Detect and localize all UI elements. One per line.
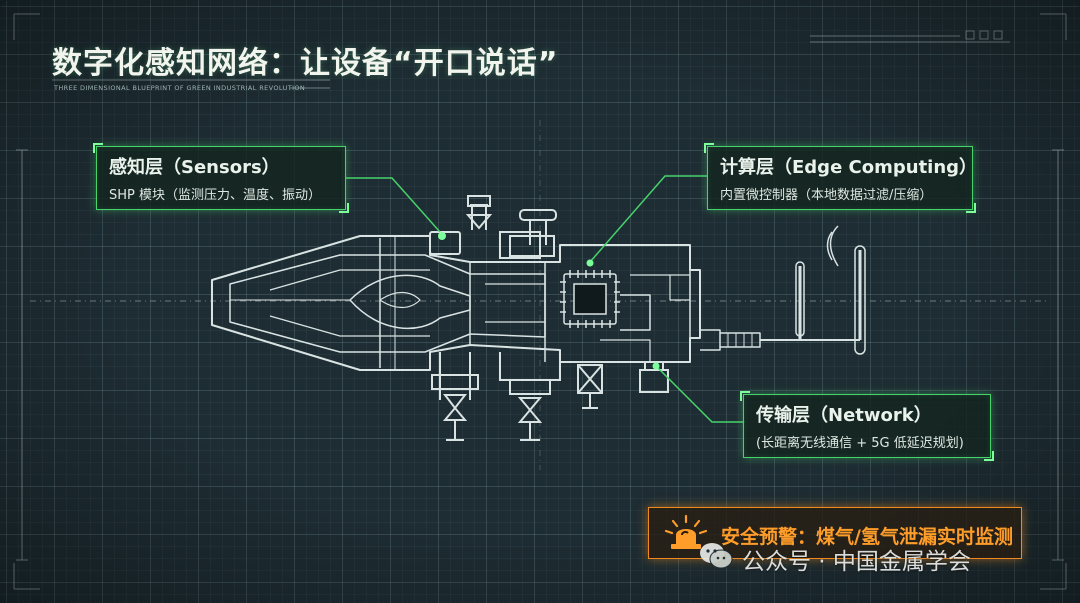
network-callout: 传输层（Network） (长距离无线通信 + 5G 低延迟规划) — [740, 391, 994, 461]
antennas — [795, 225, 866, 355]
safety-alert-text: 安全预警：煤气/氢气泄漏实时监测 — [721, 526, 1013, 548]
page-title: 数字化感知网络：让设备“开口说话” — [52, 46, 559, 81]
watermark: 公众号 · 中国金属学会 — [698, 541, 971, 577]
network-heading: 传输层（Network） — [756, 405, 932, 426]
sensors-callout: 感知层（Sensors） SHP 模块（监测压力、温度、振动） — [93, 143, 349, 213]
wechat-icon — [698, 541, 734, 577]
header-decoration — [52, 30, 1010, 89]
safety-alert-banner: 安全预警：煤气/氢气泄漏实时监测 — [648, 507, 1022, 559]
top-valves — [429, 195, 557, 259]
sensors-description: SHP 模块（监测压力、温度、振动） — [109, 188, 321, 203]
page-subtitle: THREE DIMENSIONAL BLUEPRINT OF GREEN IND… — [54, 84, 306, 92]
sensors-heading: 感知层（Sensors） — [109, 157, 280, 178]
sensor-node-icon — [438, 232, 446, 240]
edge-computing-description: 内置微控制器（本地数据过滤/压缩） — [720, 188, 933, 203]
edge-computing-callout: 计算层（Edge Computing） 内置微控制器（本地数据过滤/压缩） — [704, 143, 978, 213]
edge-computing-heading: 计算层（Edge Computing） — [720, 157, 978, 178]
leader-lines — [345, 175, 745, 423]
network-description: (长距离无线通信 + 5G 低延迟规划) — [756, 436, 964, 451]
sensor-nodes — [438, 232, 660, 370]
device-body — [211, 235, 860, 371]
edge-node-icon — [586, 259, 594, 267]
bottom-valves — [431, 352, 669, 441]
watermark-text: 公众号 · 中国金属学会 — [742, 549, 971, 575]
axis-crosshair — [30, 120, 1050, 470]
corner-marks — [13, 13, 1067, 590]
network-node-icon — [652, 362, 660, 370]
microcontroller-chip — [560, 270, 620, 328]
warning-beacon-icon — [661, 513, 711, 557]
